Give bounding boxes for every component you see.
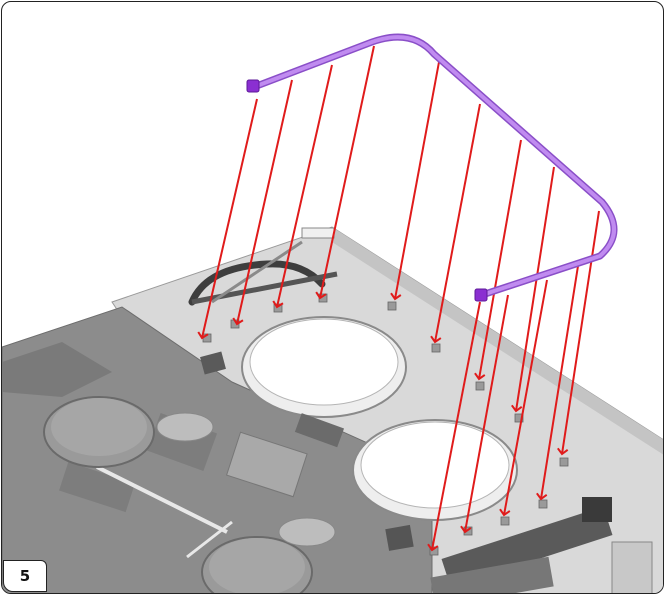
- turret-ring-small: [352, 419, 518, 521]
- step-number-badge: 5: [3, 560, 47, 592]
- hatch-cover-bottom: [201, 536, 313, 593]
- turret-ring-large: [241, 316, 407, 418]
- placement-arrows: [197, 45, 600, 552]
- tow-cable-assembly: [188, 227, 338, 306]
- dome-vent: [156, 412, 336, 547]
- hatch-cover-left: [43, 396, 155, 468]
- rear-fixtures: [200, 351, 653, 593]
- purple-bent-pipe-icon: [246, 33, 618, 302]
